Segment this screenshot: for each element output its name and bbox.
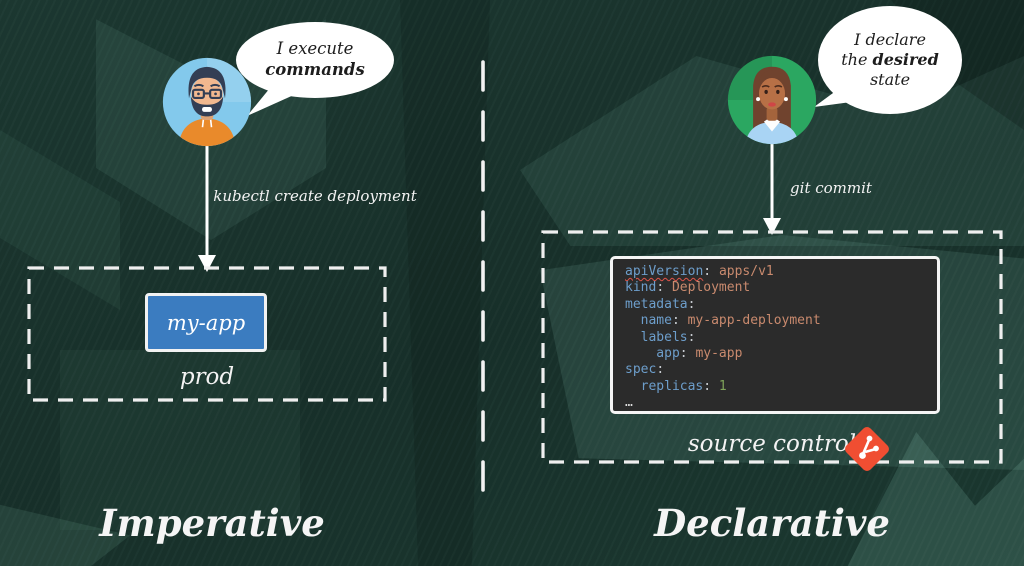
yaml-line: labels:: [640, 329, 696, 345]
source-control-label: source control: [687, 431, 857, 457]
right-arrowhead-icon: [763, 218, 781, 235]
developer-man-avatar: [162, 57, 252, 147]
yaml-line: metadata:: [625, 296, 696, 312]
bubble-text-line: I execute: [276, 39, 354, 59]
speech-bubble-imperative: I execute commands: [236, 22, 394, 98]
git-commit-label: git commit: [790, 179, 872, 197]
yaml-line: app: my-app: [656, 346, 743, 362]
my-app-box: my-app: [145, 293, 267, 352]
developer-woman-avatar: [727, 55, 817, 145]
kubectl-command-label: kubectl create deployment: [213, 187, 417, 205]
deployment-yaml-code-block: apiVersion: apps/v1 kind: Deployment met…: [610, 256, 940, 414]
bubble-text-line: state: [869, 70, 911, 89]
git-logo-icon: [845, 427, 889, 471]
yaml-line: kind: Deployment: [625, 280, 751, 296]
yaml-line: replicas: 1: [640, 378, 727, 394]
yaml-line: …: [625, 395, 633, 411]
imperative-title: Imperative: [99, 501, 325, 545]
bubble-text-line: the desired: [841, 50, 939, 69]
yaml-line: name: my-app-deployment: [640, 313, 821, 329]
yaml-line: apiVersion: apps/v1: [625, 264, 774, 279]
bg-texture-patch: [400, 0, 490, 566]
prod-label: prod: [179, 364, 235, 390]
yaml-line: spec:: [625, 362, 665, 378]
bubble-text-line: I declare: [854, 30, 926, 49]
left-arrowhead-icon: [198, 255, 216, 272]
declarative-title: Declarative: [654, 501, 890, 545]
speech-bubble-declarative: I declare the desired state: [818, 6, 962, 114]
bubble-text-line: commands: [265, 60, 365, 79]
bg-texture-patch: [0, 130, 120, 310]
